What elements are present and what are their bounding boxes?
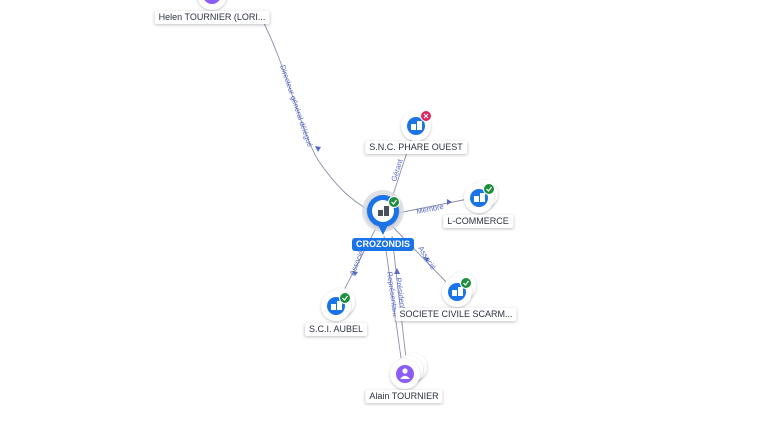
edge-label-helen-crozondis: Directeur général délégué xyxy=(278,64,315,149)
building-icon xyxy=(331,301,342,310)
person-icon xyxy=(400,368,410,379)
edges xyxy=(257,11,469,359)
edge-label-alain-crozondis-1: Président xyxy=(394,277,407,311)
node-label-lcommerce[interactable]: L-COMMERCE xyxy=(443,215,513,228)
arrow-helen xyxy=(315,146,321,152)
edge-helen-crozondis[interactable] xyxy=(257,11,373,213)
edge-crozondis-lcommerce[interactable] xyxy=(397,198,469,214)
edge-arrows xyxy=(315,146,452,276)
edge-label-phare-crozondis: Gérant xyxy=(389,157,405,182)
node-label-helen[interactable]: Helen TOURNIER (LORI... xyxy=(154,11,270,24)
edge-label-crozondis-aubel: Associé xyxy=(348,249,366,277)
building-icon xyxy=(474,193,485,202)
arrow-lcommerce xyxy=(447,199,452,205)
edge-label-crozondis-scarm: Associé xyxy=(416,244,438,271)
node-phare[interactable] xyxy=(401,110,432,142)
edge-alain-crozondis-2[interactable] xyxy=(391,235,407,359)
edge-label-crozondis-lcommerce: Membre xyxy=(416,202,445,216)
node-lcommerce[interactable] xyxy=(464,180,498,213)
edge-labels: Directeur général délégué Gérant Membre … xyxy=(278,64,444,318)
node-label-aubel[interactable]: S.C.I. AUBEL xyxy=(304,323,368,336)
node-helen[interactable] xyxy=(197,0,227,10)
arrow-scarm xyxy=(423,257,429,262)
building-icon xyxy=(378,206,389,216)
closed-badge-icon xyxy=(420,110,432,122)
node-alain[interactable] xyxy=(390,353,427,389)
edge-crozondis-scarm[interactable] xyxy=(391,225,451,287)
active-badge-icon xyxy=(388,196,400,208)
building-icon xyxy=(411,121,422,130)
active-badge-icon xyxy=(483,183,495,195)
node-scarm[interactable] xyxy=(442,272,476,307)
active-badge-icon xyxy=(460,277,472,289)
node-label-scarm[interactable]: SOCIETE CIVILE SCARM... xyxy=(395,308,517,321)
node-label-alain[interactable]: Alain TOURNIER xyxy=(365,390,443,403)
node-label-crozondis[interactable]: CROZONDIS xyxy=(352,238,414,251)
building-icon xyxy=(452,287,463,296)
edge-alain-crozondis-1[interactable] xyxy=(383,235,402,359)
arrow-alain xyxy=(394,268,400,274)
node-crozondis[interactable] xyxy=(362,190,404,235)
active-badge-icon xyxy=(339,292,351,304)
node-aubel[interactable] xyxy=(321,288,355,321)
arrow-aubel xyxy=(352,271,358,276)
node-label-phare[interactable]: S.N.C. PHARE OUEST xyxy=(365,141,467,154)
